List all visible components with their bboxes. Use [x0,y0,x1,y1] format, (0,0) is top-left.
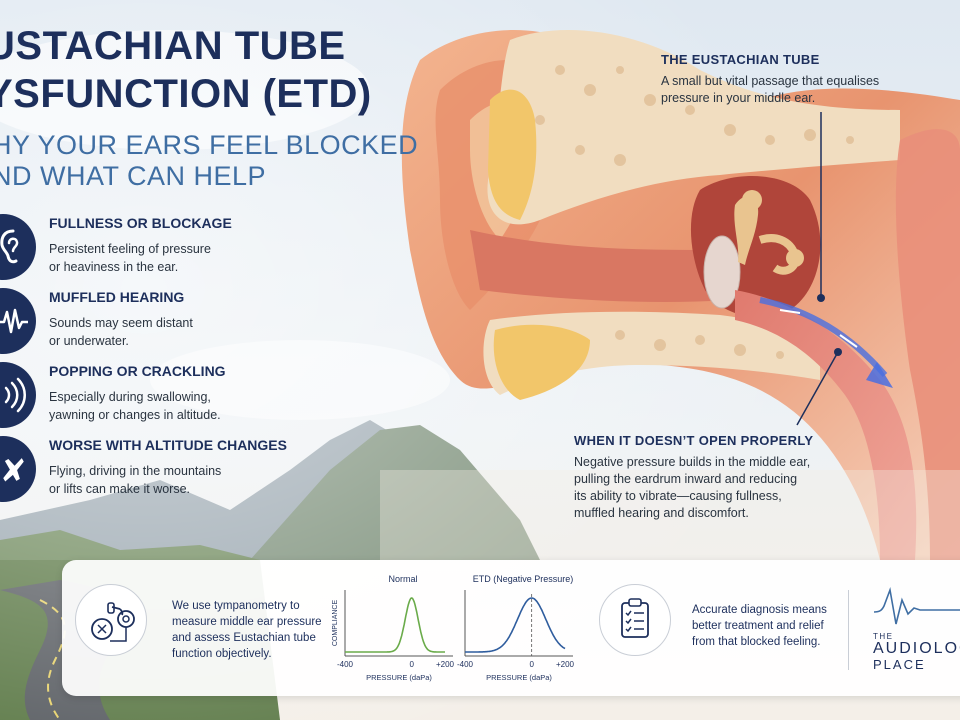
sound-waves-icon [0,362,36,428]
chart-x-tick-label: -400 [457,660,474,669]
logo-the: THE [873,632,894,641]
callout-title: THE EUSTACHIAN TUBE [661,52,820,67]
symptom-title: FULLNESS OR BLOCKAGE [49,215,232,231]
chart-x-tick-label: +200 [436,660,455,669]
chart-series-line [345,597,445,653]
chart-x-tick-label: 0 [529,660,534,669]
panel-divider [848,590,849,670]
callout-eustachian-tube: THE EUSTACHIAN TUBE A small but vital pa… [661,52,941,107]
waveform-icon [0,288,36,354]
title-line-1: USTACHIAN TUBE [0,24,346,68]
callout-text: Negative pressure builds in the middle e… [574,455,811,520]
callout-title: WHEN IT DOESN’T OPEN PROPERLY [574,433,814,448]
logo-place: PLACE [873,657,926,672]
symptom-fullness: FULLNESS OR BLOCKAGE Persistent feeling … [0,214,360,284]
clipboard-checklist-icon [599,584,671,656]
page-subtitle: HY YOUR EARS FEEL BLOCKED ND WHAT CAN HE… [0,130,418,192]
chart-title: Normal [388,574,417,584]
chart-x-tick-label: 0 [409,660,414,669]
title-line-2: YSFUNCTION (ETD) [0,72,372,116]
symptom-title: POPPING OR CRACKLING [49,363,226,379]
symptom-title: WORSE WITH ALTITUDE CHANGES [49,437,287,453]
symptom-altitude: WORSE WITH ALTITUDE CHANGES Flying, driv… [0,436,360,506]
info-panel [62,560,960,696]
chart-title: ETD (Negative Pressure) [473,574,574,584]
ear-icon [0,214,36,280]
chart-y-label: COMPLIANCE [332,600,339,647]
diagnosis-text: Accurate diagnosis means better treatmen… [692,604,827,648]
symptom-popping: POPPING OR CRACKLING Especially during s… [0,362,360,432]
tympanometer-icon [75,584,147,656]
tympanometry-text: We use tympanometry to measure middle ea… [172,600,322,660]
symptom-title: MUFFLED HEARING [49,289,185,305]
chart-x-tick-label: -400 [337,660,354,669]
chart-series-line [465,597,566,653]
subtitle-line-1: HY YOUR EARS FEEL BLOCKED [0,130,419,160]
logo-waveform-icon [874,586,960,625]
subtitle-line-2: ND WHAT CAN HELP [0,161,267,191]
callout-text: A small but vital passage that equalises… [661,74,880,105]
chart-x-tick-label: +200 [556,660,575,669]
chart-x-label: PRESSURE (daPa) [366,673,432,682]
page-title: USTACHIAN TUBE YSFUNCTION (ETD) [0,22,372,118]
symptom-description: Especially during swallowing,yawning or … [49,390,221,422]
airplane-icon [0,436,36,502]
chart-x-label: PRESSURE (daPa) [486,673,552,682]
logo-audiology: AUDIOLOGY [873,640,960,657]
callout-blocked-tube: WHEN IT DOESN’T OPEN PROPERLY Negative p… [574,433,874,522]
